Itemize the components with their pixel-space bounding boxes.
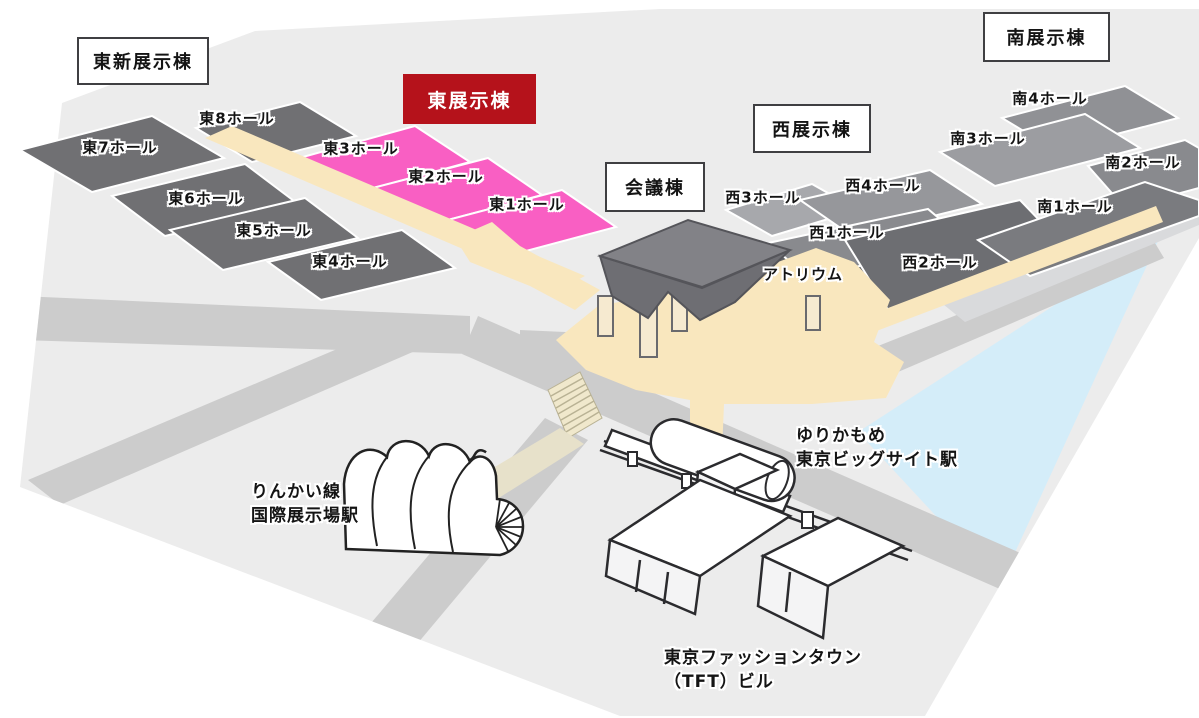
tube-end-opening — [764, 459, 790, 501]
hall-east5-shape — [167, 196, 361, 272]
label-hall-east2: 東2ホール — [408, 167, 484, 186]
label-hall-south1: 南1ホール — [1037, 197, 1113, 216]
label-hall-west2: 西2ホール — [902, 253, 978, 272]
deck-leg — [627, 451, 638, 467]
tft-building-structure — [604, 452, 906, 640]
label-hall-east6: 東6ホール — [168, 189, 244, 208]
label-hall-east7: 東7ホール — [82, 138, 158, 157]
promenade-plaza-connector — [455, 222, 600, 310]
conference-pillar — [805, 295, 821, 331]
hall-west4-shape — [797, 168, 985, 238]
label-yurikamome-station-name: 東京ビッグサイト駅 — [796, 450, 958, 470]
hall-east7-shape — [17, 114, 227, 194]
conference-top-face — [597, 218, 793, 289]
label-hall-east3: 東3ホール — [323, 139, 399, 158]
box-east-exhibition-highlighted: 東展示棟 — [403, 74, 536, 124]
box-conference-tower: 会議棟 — [605, 162, 705, 212]
label-hall-west4: 西4ホール — [845, 176, 921, 195]
southeast-walkway — [846, 206, 1163, 340]
south-halls — [937, 84, 1199, 278]
label-rinkai-line: りんかい線 — [251, 482, 341, 502]
rinkai-station-fan — [495, 498, 523, 552]
label-hall-south2: 南2ホール — [1105, 153, 1181, 172]
rinkai-station-body — [342, 439, 525, 557]
track-pillar — [801, 511, 814, 529]
hall-east4-shape — [265, 228, 458, 302]
label-hall-south4: 南4ホール — [1012, 89, 1088, 108]
hall-south3-shape — [937, 112, 1143, 188]
box-east-new-exhibition: 東新展示棟 — [77, 37, 209, 85]
tft-facade-slot — [662, 571, 670, 605]
label-hall-east5: 東5ホール — [236, 221, 312, 240]
rinkai-station-ribs — [371, 455, 471, 553]
road-west — [20, 296, 470, 354]
tft-facade-slot — [634, 559, 642, 593]
label-rinkai-station: りんかい線 国際展示場駅 — [251, 480, 359, 528]
label-atrium: アトリウム — [762, 265, 844, 284]
label-hall-east8: 東8ホール — [199, 109, 275, 128]
box-south-exhibition: 南展示棟 — [983, 12, 1110, 62]
label-hall-east4: 東4ホール — [312, 252, 388, 271]
label-tft-line1: 東京ファッションタウン — [664, 648, 862, 668]
label-hall-west1: 西1ホール — [809, 223, 885, 242]
conference-tower — [597, 218, 821, 358]
tft-left-wing-front — [604, 538, 702, 616]
label-tft-line2: （TFT）ビル — [664, 672, 774, 692]
atrium-courtyard — [775, 250, 845, 292]
conference-pillar — [597, 295, 614, 337]
water-area — [858, 237, 1160, 585]
stairs-hatch — [550, 377, 600, 433]
road-southwest-exit — [28, 316, 445, 505]
label-yurikamome-station: ゆりかもめ 東京ビッグサイト駅 — [796, 424, 958, 472]
label-hall-east1: 東1ホール — [489, 195, 565, 214]
label-hall-south3: 南3ホール — [950, 129, 1026, 148]
tft-right-wing-front — [756, 554, 830, 640]
label-rinkai-station-name: 国際展示場駅 — [251, 506, 359, 526]
label-hall-west3: 西3ホール — [725, 188, 801, 207]
label-yurikamome-line: ゆりかもめ — [796, 426, 886, 446]
rinkai-station-structure — [342, 439, 525, 557]
label-tft-building: 東京ファッションタウン （TFT）ビル — [664, 646, 862, 694]
tft-facade-slot — [784, 571, 792, 613]
box-west-exhibition: 西展示棟 — [753, 104, 871, 153]
